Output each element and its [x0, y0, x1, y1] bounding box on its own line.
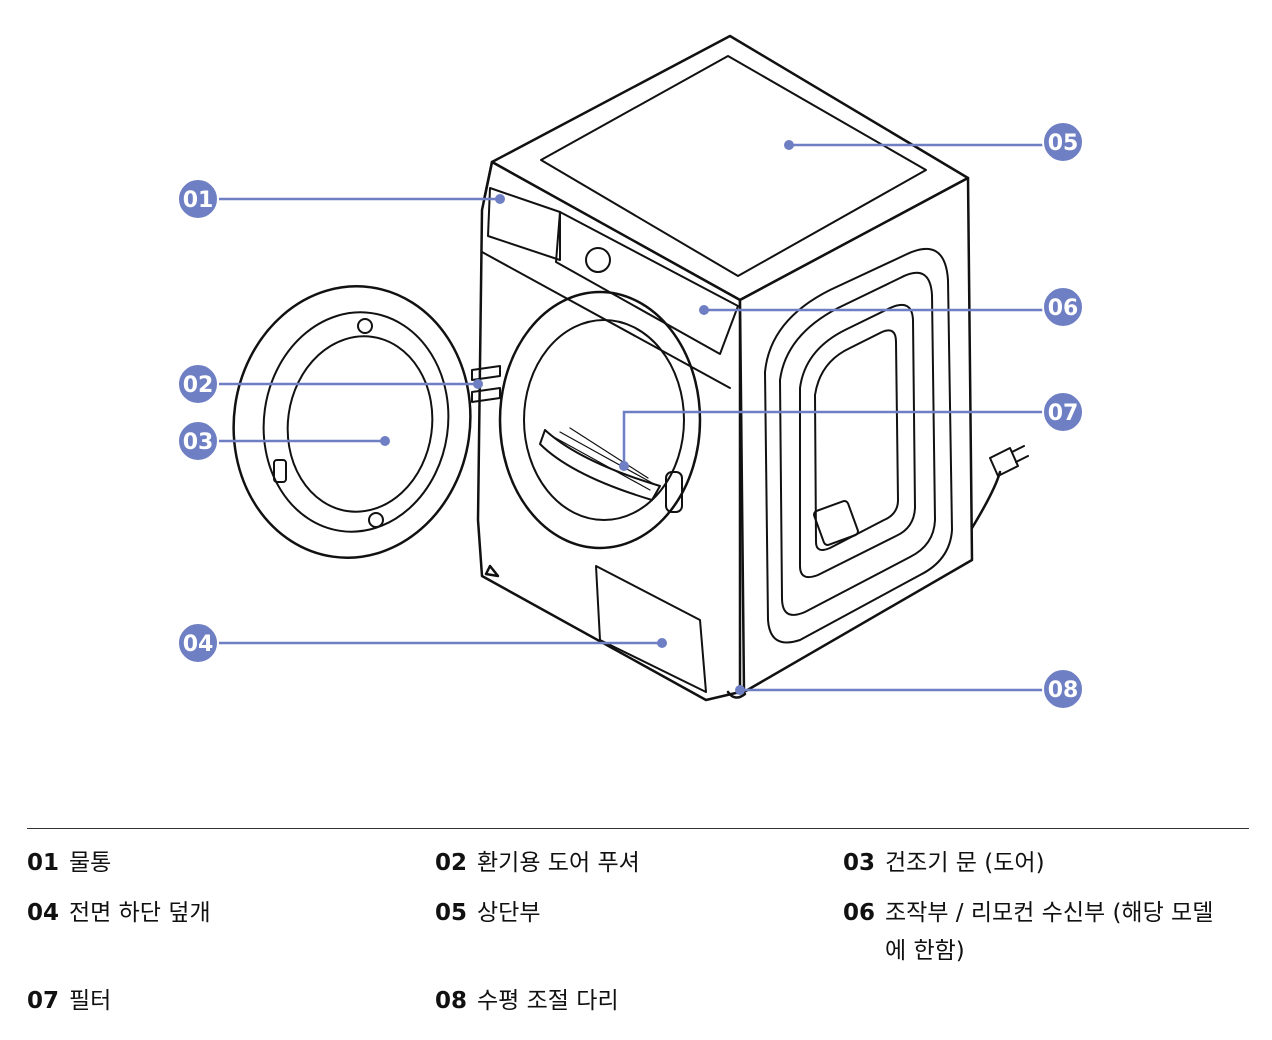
- legend-label: 물통: [69, 850, 112, 876]
- svg-text:06: 06: [1048, 296, 1079, 321]
- legend-label: 수평 조절 다리: [477, 988, 619, 1014]
- legend-item-02: 02 환기용 도어 푸셔: [435, 844, 640, 882]
- callout-badge-05: 05: [1042, 121, 1084, 163]
- legend-label: 필터: [69, 988, 112, 1014]
- legend-num: 01: [27, 850, 60, 876]
- callout-dots: [380, 140, 794, 695]
- legend-item-03: 03 건조기 문 (도어): [843, 844, 1045, 882]
- svg-text:01: 01: [183, 188, 214, 213]
- svg-text:07: 07: [1048, 401, 1079, 426]
- legend-num: 06: [843, 900, 876, 926]
- svg-text:05: 05: [1048, 131, 1079, 156]
- callout-badge-06: 06: [1042, 286, 1084, 328]
- legend-label: 조작부 / 리모컨 수신부 (해당 모델에 한함): [885, 900, 1214, 964]
- legend-item-07: 07 필터: [27, 982, 111, 1020]
- callout-badge-01: 01: [177, 178, 219, 220]
- legend-item-04: 04 전면 하단 덮개: [27, 894, 211, 932]
- legend-num: 07: [27, 988, 60, 1014]
- svg-text:08: 08: [1048, 678, 1079, 703]
- callout-leaders: [218, 143, 1044, 692]
- callout-badge-07: 07: [1042, 391, 1084, 433]
- legend-num: 08: [435, 988, 468, 1014]
- legend-num: 03: [843, 850, 876, 876]
- legend-num: 05: [435, 900, 468, 926]
- callout-badges: 01 02 03 04 05 06 07 08: [177, 121, 1084, 710]
- legend-item-05: 05 상단부: [435, 894, 541, 932]
- svg-text:02: 02: [183, 373, 214, 398]
- dryer-illustration: [232, 34, 1029, 702]
- callout-badge-08: 08: [1042, 668, 1084, 710]
- legend-num: 04: [27, 900, 60, 926]
- legend-divider: [27, 828, 1249, 829]
- legend-label: 상단부: [477, 900, 541, 926]
- legend-label: 전면 하단 덮개: [69, 900, 211, 926]
- callout-badge-02: 02: [177, 363, 219, 405]
- legend-item-01: 01 물통: [27, 844, 111, 882]
- dryer-diagram: 01 02 03 04 05 06 07 08: [177, 34, 1084, 710]
- callout-badge-03: 03: [177, 420, 219, 462]
- svg-text:04: 04: [183, 632, 214, 657]
- legend-num: 02: [435, 850, 468, 876]
- callout-badge-04: 04: [177, 622, 219, 664]
- legend-label: 건조기 문 (도어): [885, 850, 1045, 876]
- legend-item-06: 06 조작부 / 리모컨 수신부 (해당 모델에 한함): [843, 894, 1215, 970]
- legend-item-08: 08 수평 조절 다리: [435, 982, 619, 1020]
- svg-text:03: 03: [183, 430, 214, 455]
- legend-label: 환기용 도어 푸셔: [477, 850, 640, 876]
